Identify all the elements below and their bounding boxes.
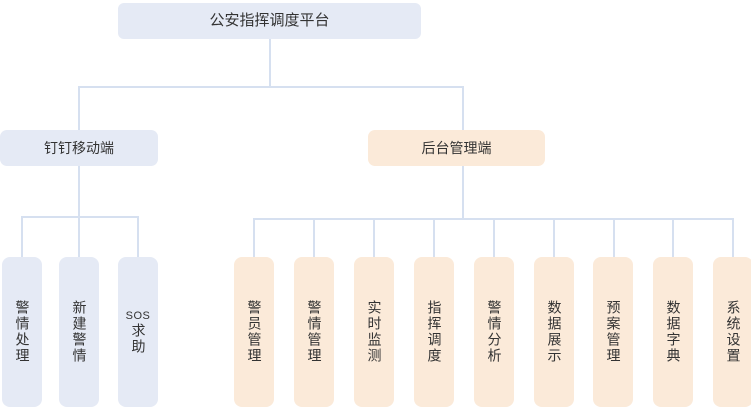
node-branch-backend-admin[interactable]: 后台管理端 [368, 130, 545, 166]
connector-dingding-stem [78, 166, 80, 217]
connector-drop-right-2 [313, 218, 315, 258]
node-leaf-plan-management[interactable]: 预案管理 [593, 257, 633, 407]
node-leaf-sos-latin: SOS [125, 309, 151, 322]
node-leaf-data-dictionary[interactable]: 数据字典 [653, 257, 693, 407]
node-leaf-alarm-management[interactable]: 警情管理 [294, 257, 334, 407]
connector-drop-right-1 [253, 218, 255, 258]
connector-drop-left-2 [78, 216, 80, 258]
connector-drop-right-7 [613, 218, 615, 258]
connector-drop-dingding [78, 86, 80, 131]
connector-drop-right-4 [433, 218, 435, 258]
connector-drop-right-3 [373, 218, 375, 258]
connector-backend-stem [462, 166, 464, 219]
connector-drop-backend [462, 86, 464, 131]
node-branch-dingding-mobile[interactable]: 钉钉移动端 [0, 130, 158, 166]
node-leaf-realtime-monitoring[interactable]: 实时监测 [354, 257, 394, 407]
node-root-platform[interactable]: 公安指挥调度平台 [118, 3, 421, 39]
node-leaf-command-dispatch[interactable]: 指挥调度 [414, 257, 454, 407]
node-leaf-system-settings[interactable]: 系统设置 [713, 257, 751, 407]
connector-drop-right-9 [732, 218, 734, 258]
node-leaf-alarm-analysis[interactable]: 警情分析 [474, 257, 514, 407]
connector-drop-right-6 [553, 218, 555, 258]
connector-backend-bus [253, 218, 733, 220]
connector-level1-bus [78, 86, 464, 88]
connector-root-stem [269, 39, 271, 87]
node-leaf-new-alarm[interactable]: 新建警情 [59, 257, 99, 407]
node-leaf-sos-cjk: 求助 [130, 323, 147, 356]
node-leaf-alarm-handling[interactable]: 警情处理 [2, 257, 42, 407]
connector-drop-right-8 [672, 218, 674, 258]
node-leaf-data-display[interactable]: 数据展示 [534, 257, 574, 407]
connector-drop-right-5 [493, 218, 495, 258]
node-leaf-officer-management[interactable]: 警员管理 [234, 257, 274, 407]
connector-drop-left-3 [137, 216, 139, 258]
connector-drop-left-1 [21, 216, 23, 258]
connector-dingding-bus [21, 216, 139, 218]
